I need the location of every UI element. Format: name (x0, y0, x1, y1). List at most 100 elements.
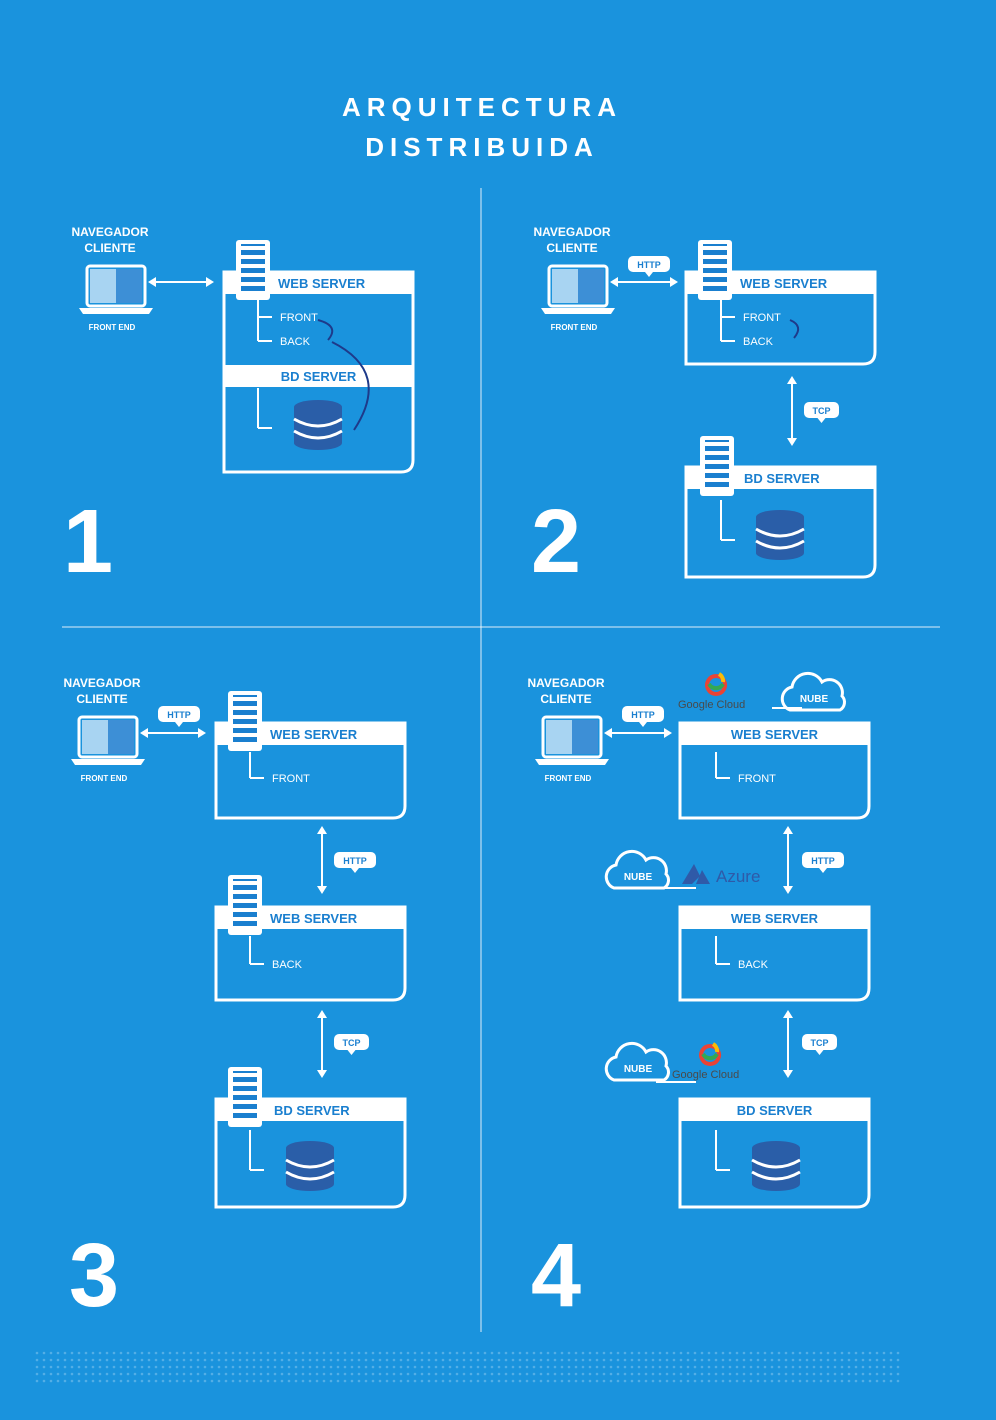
web-server-header-q1: WEB SERVER (224, 272, 413, 294)
web-server-header-q2: WEB SERVER (686, 272, 875, 294)
google-cloud-logo-q4-bottom: Google Cloud (672, 1042, 739, 1081)
arrow-client-web-q4 (604, 728, 672, 738)
tree-label: FRONT (738, 773, 776, 785)
tcp-badge-q2: TCP (804, 402, 839, 423)
cliente-label-q2: CLIENTE (546, 241, 597, 255)
bd-panel-q2 (684, 465, 877, 579)
front-end-label-q1: FRONT END (89, 323, 136, 332)
arrow-front-back-q3 (317, 826, 327, 894)
curved-arrow-back-db-q1 (331, 341, 370, 431)
google-cloud-label: Google Cloud (672, 1069, 739, 1081)
http-badge-q4-mid: HTTP (802, 852, 844, 873)
front-tree-q3: FRONT (249, 752, 310, 785)
web-panel-q2 (684, 270, 877, 366)
bd-server-icon-q2 (700, 436, 734, 496)
laptop-icon-q1 (79, 264, 153, 314)
curved-arrow-front-back-q2 (789, 319, 800, 339)
http-badge-q2: HTTP (628, 256, 670, 277)
arrow-web-bd-q2 (787, 376, 797, 446)
server-panel-q1 (222, 270, 415, 474)
server-header-label: WEB SERVER (270, 911, 358, 926)
server-header-label: WEB SERVER (278, 276, 366, 291)
nube-label: NUBE (624, 1064, 653, 1075)
navegador-label-q1: NAVEGADOR (71, 225, 148, 239)
web-back-header-q4: WEB SERVER (680, 907, 869, 929)
web-back-server-icon-q3 (228, 875, 262, 935)
front-end-label-q4: FRONT END (545, 774, 592, 783)
navegador-label-q4: NAVEGADOR (527, 676, 604, 690)
nube-cloud-icon-q4-top: NUBE (780, 671, 846, 712)
protocol-badge-label: TCP (343, 1038, 361, 1048)
web-back-header-q3: WEB SERVER (216, 907, 405, 929)
laptop-icon-q3 (71, 715, 145, 765)
tree-label: BACK (743, 336, 774, 348)
front-end-label-q2: FRONT END (551, 323, 598, 332)
arrow-front-back-q4 (783, 826, 793, 894)
protocol-badge-label: HTTP (811, 856, 835, 866)
cliente-label-q1: CLIENTE (84, 241, 135, 255)
tree-label: BACK (280, 336, 311, 348)
dotted-band (32, 1350, 900, 1384)
diagram-layer: NAVEGADOR CLIENTE FRONT END WEB SERVER BD SE… (63, 225, 877, 1209)
navegador-label-q2: NAVEGADOR (533, 225, 610, 239)
http-badge-q3: HTTP (158, 706, 200, 727)
back-tree-q3: BACK (249, 936, 303, 971)
web-front-panel-q4 (678, 721, 871, 820)
server-header-label: BD SERVER (281, 369, 357, 384)
arrow-client-web-q3 (140, 728, 206, 738)
title-line1: ARQUITECTURA (342, 92, 622, 122)
tree-label: BACK (272, 959, 303, 971)
quadrant-number-2: 2 (531, 492, 581, 592)
web-server-icon-q2 (698, 240, 732, 300)
back-tree-q4: BACK (715, 936, 769, 971)
web-front-header-q4: WEB SERVER (680, 723, 869, 745)
tree-label: FRONT (743, 312, 781, 324)
title-line2: DISTRIBUIDA (365, 132, 599, 162)
nube-cloud-icon-q4-bottom: NUBE (604, 1041, 670, 1082)
google-cloud-logo-q4-top: Google Cloud (678, 672, 745, 711)
database-icon-q4 (751, 1141, 801, 1191)
server-header-label: WEB SERVER (731, 911, 819, 926)
bd-server-header-q1: BD SERVER (224, 365, 413, 387)
cliente-label-q3: CLIENTE (76, 692, 127, 706)
arrow-client-web-q2 (610, 277, 678, 287)
bd-panel-q3 (214, 1097, 407, 1209)
web-front-server-icon-q3 (228, 691, 262, 751)
server-header-label: WEB SERVER (740, 276, 828, 291)
http-badge-q4: HTTP (622, 706, 664, 727)
laptop-icon-q4 (535, 715, 609, 765)
nube-cloud-icon-q4-mid: NUBE (604, 849, 670, 890)
bd-server-icon-q3 (228, 1067, 262, 1127)
bd-tree-q2 (720, 500, 735, 541)
web-front-panel-q3 (214, 721, 407, 820)
web-server-icon-q1 (236, 240, 270, 300)
tcp-badge-q3: TCP (334, 1034, 369, 1055)
server-header-label: BD SERVER (737, 1103, 813, 1118)
tree-label: BACK (738, 959, 769, 971)
protocol-badge-label: TCP (811, 1038, 829, 1048)
protocol-badge-label: HTTP (167, 710, 191, 720)
web-front-header-q3: WEB SERVER (216, 723, 405, 745)
database-icon-q1 (293, 400, 343, 450)
cliente-label-q4: CLIENTE (540, 692, 591, 706)
arrow-client-web-q1 (148, 277, 214, 287)
bd-server-header-q3: BD SERVER (216, 1099, 405, 1121)
laptop-icon-q2 (541, 264, 615, 314)
server-header-label: BD SERVER (744, 471, 820, 486)
web-back-panel-q3 (214, 905, 407, 1002)
bd-tree-q3 (249, 1130, 264, 1171)
google-cloud-label: Google Cloud (678, 699, 745, 711)
quadrant-number-1: 1 (63, 492, 113, 592)
arrow-back-bd-q3 (317, 1010, 327, 1078)
front-end-label-q3: FRONT END (81, 774, 128, 783)
azure-label: Azure (716, 867, 760, 886)
server-header-label: WEB SERVER (270, 727, 358, 742)
http-badge-q3-mid: HTTP (334, 852, 376, 873)
bd-tree-q1 (257, 388, 272, 429)
database-icon-q3 (285, 1141, 335, 1191)
tree-label: FRONT (272, 773, 310, 785)
web-tree-q2: FRONT BACK (720, 300, 781, 348)
tcp-badge-q4: TCP (802, 1034, 837, 1055)
navegador-label-q3: NAVEGADOR (63, 676, 140, 690)
